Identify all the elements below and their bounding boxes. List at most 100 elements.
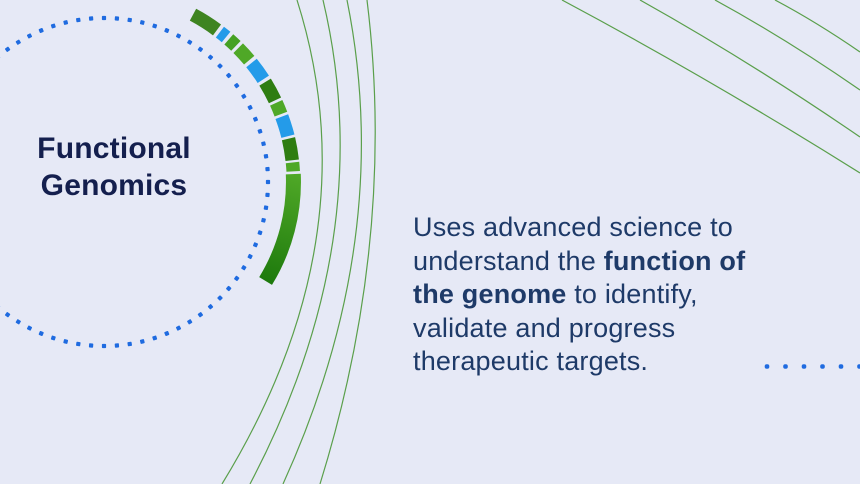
circle-dot — [88, 16, 94, 21]
chromosome-ring-segments — [189, 8, 301, 285]
thin-arc-line — [774, 0, 860, 53]
circle-dot — [175, 33, 182, 39]
circle-dot — [234, 275, 240, 282]
circle-dot — [127, 341, 132, 347]
description-line: the genome to identify, — [413, 278, 783, 312]
circle-dot — [261, 217, 266, 223]
circle-dot — [263, 154, 269, 159]
circle-dot — [101, 15, 107, 21]
concentric-arc-lines-left — [221, 0, 376, 484]
text-segment: to identify, — [566, 279, 698, 309]
dotted-circle — [0, 15, 271, 349]
thin-arc-line — [561, 0, 860, 174]
circle-dot — [88, 343, 94, 348]
circle-dot — [217, 295, 223, 301]
circle-dot — [241, 93, 247, 99]
ring-segment — [215, 26, 231, 43]
circle-dot — [247, 104, 253, 111]
thin-arc-line — [249, 0, 341, 484]
circle-dot — [127, 17, 132, 23]
circle-dot — [114, 343, 120, 348]
circle-dot — [257, 128, 263, 134]
circle-dot — [241, 265, 247, 271]
ring-segment — [270, 100, 288, 117]
thin-arc-line — [714, 0, 860, 91]
description-line: therapeutic targets. — [413, 345, 783, 379]
circle-dot — [187, 319, 193, 325]
circle-dot — [26, 325, 33, 331]
circle-dot — [263, 205, 269, 210]
row-dot — [857, 364, 860, 369]
row-dot — [838, 364, 844, 369]
circle-dot — [226, 72, 232, 79]
circle-dot — [63, 20, 69, 25]
ring-segment — [275, 114, 295, 138]
row-dot — [820, 364, 825, 369]
circle-dot — [15, 39, 21, 45]
circle-dot — [76, 341, 81, 347]
circle-dot — [265, 179, 271, 185]
row-dot — [783, 364, 788, 369]
ring-segment — [285, 161, 300, 172]
text-segment: validate and progress — [413, 312, 676, 343]
text-segment: Uses advanced science to — [413, 212, 733, 242]
ring-segment — [233, 43, 255, 65]
circle-dot — [247, 253, 253, 260]
circle-dot — [217, 63, 223, 69]
circle-dot — [139, 20, 145, 25]
circle-dot — [26, 33, 33, 39]
circle-dot — [253, 116, 258, 122]
circle-dot — [50, 335, 56, 341]
circle-dot — [50, 23, 56, 29]
circle-dot — [187, 39, 193, 45]
dot-row — [764, 364, 860, 369]
ring-segment — [259, 173, 301, 285]
ring-segment — [224, 34, 241, 51]
circle-dot — [265, 166, 270, 172]
text-segment: therapeutic targets. — [413, 346, 649, 376]
ring-segment — [246, 58, 269, 84]
circle-dot — [164, 331, 170, 336]
circle-dot — [164, 28, 170, 33]
text-segment: understand the — [413, 245, 604, 276]
circle-dot — [261, 141, 266, 147]
circle-dot — [253, 242, 258, 248]
bold-phrase: function of — [603, 245, 746, 276]
ring-segment — [281, 137, 299, 162]
description-line: Uses advanced science to — [413, 211, 783, 245]
circle-dot — [101, 343, 107, 349]
page-title: Functional Genomics — [37, 132, 191, 202]
circle-dot — [139, 339, 145, 344]
circle-dot — [265, 192, 270, 198]
circle-dot — [38, 331, 44, 336]
thin-arc-line — [319, 0, 376, 484]
ring-segment — [259, 78, 282, 104]
circle-dot — [15, 319, 21, 325]
thin-arc-line — [639, 0, 860, 138]
concentric-arc-lines-top-right — [561, 0, 860, 174]
description-line: understand the function of — [413, 245, 783, 279]
circle-dot — [4, 46, 11, 52]
bold-phrase: the genome — [413, 279, 567, 309]
circle-dot — [38, 28, 44, 33]
circle-dot — [207, 54, 214, 60]
circle-dot — [76, 17, 81, 23]
circle-dot — [226, 285, 232, 292]
circle-dot — [197, 312, 204, 318]
circle-dot — [63, 339, 69, 344]
row-dot — [764, 364, 770, 369]
row-dot — [801, 364, 807, 369]
description-line: validate and progress — [413, 312, 783, 346]
circle-dot — [175, 325, 182, 331]
ring-segment — [189, 8, 222, 36]
circle-dot — [114, 16, 120, 21]
circle-dot — [152, 335, 158, 341]
circle-dot — [4, 312, 11, 318]
thin-arc-line — [282, 0, 362, 484]
circle-dot — [207, 304, 214, 310]
circle-dot — [234, 82, 240, 89]
circle-dot — [152, 23, 158, 29]
circle-dot — [257, 230, 263, 236]
